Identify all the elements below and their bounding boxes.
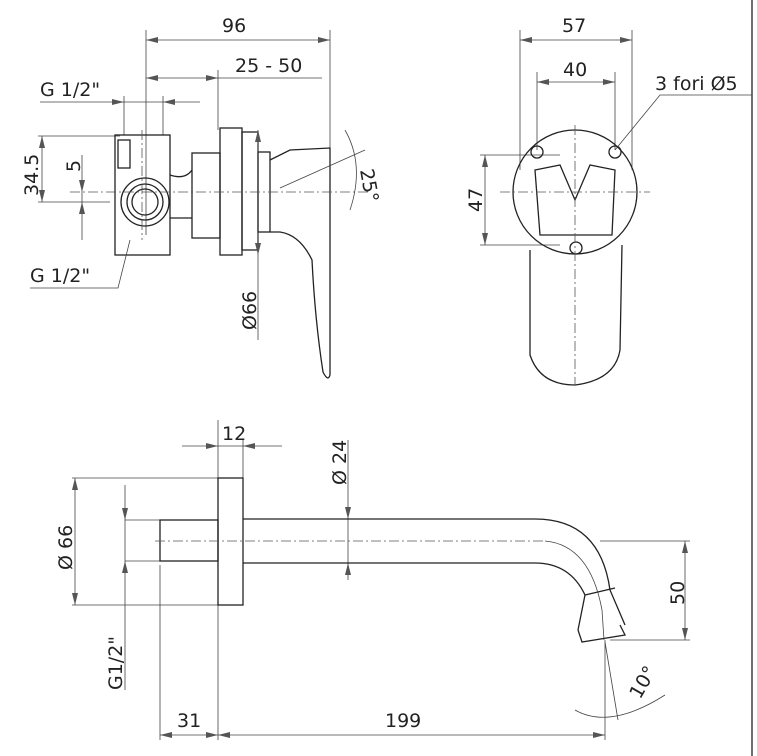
mixer-front-view: 57 40 3 fori Ø5 47: [465, 15, 752, 386]
front-lever: [529, 244, 623, 386]
dim-label-thread-top: G 1/2": [40, 79, 100, 101]
dim-label-diameter-66: Ø66: [239, 291, 261, 330]
dim-label-57: 57: [562, 15, 586, 37]
dim-label-diameter-24: Ø 24: [329, 440, 351, 485]
dim-label-199: 199: [385, 710, 421, 732]
dim-label-50: 50: [667, 581, 689, 605]
dim-label-12: 12: [222, 423, 246, 445]
thread-stub: [159, 519, 219, 562]
dim-label-10-deg: 10°: [625, 662, 661, 702]
dim-label-holes: 3 fori Ø5: [655, 73, 738, 95]
fixing-hole: [608, 145, 622, 159]
dim-label-96: 96: [222, 15, 246, 37]
dim-label-25-50: 25 - 50: [235, 55, 302, 77]
wall-flange: [219, 127, 243, 256]
valve-body: [114, 134, 171, 256]
dim-label-31: 31: [177, 710, 201, 732]
mixer-side-view: 96 25 - 50 G 1/2" 34.5 5 25° Ø66: [21, 15, 383, 379]
dim-label-thread-bottom: G 1/2": [30, 265, 90, 287]
dim-label-25-deg: 25°: [355, 167, 383, 204]
spout-pipe: [243, 518, 626, 626]
fixing-hole: [530, 145, 544, 159]
dim-label-g-1-2: G1/2": [105, 636, 127, 690]
dim-label-flange-diameter-66: Ø 66: [55, 525, 77, 570]
spout-side-view: 12 Ø 24 Ø 66 G1/2" 50 10° 31 199: [55, 420, 690, 740]
mixer-lever: [269, 147, 331, 379]
spout-flange: [217, 477, 244, 606]
dim-label-47: 47: [465, 188, 487, 212]
dim-label-5: 5: [63, 160, 85, 172]
dim-label-34-5: 34.5: [21, 154, 43, 196]
dim-label-40: 40: [563, 59, 587, 81]
fixing-hole: [569, 241, 583, 255]
